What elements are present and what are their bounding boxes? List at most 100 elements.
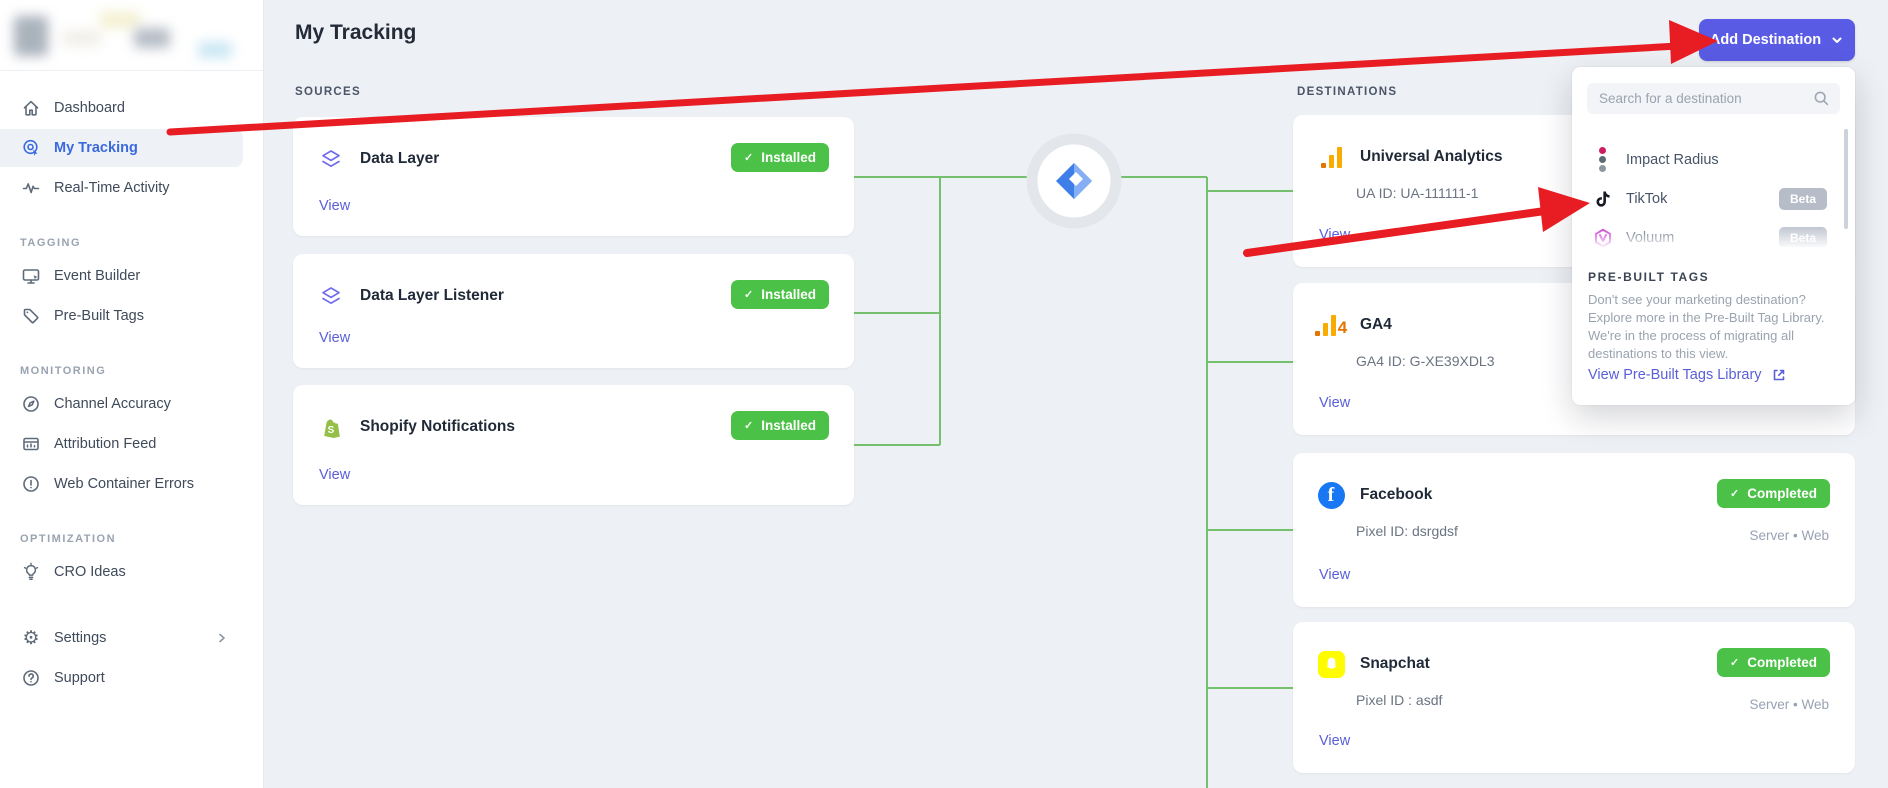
sidebar-item-settings[interactable]: ⚙ Settings (0, 619, 243, 657)
tracking-id: Pixel ID : asdf (1356, 692, 1443, 708)
snapchat-ghost-icon (1317, 650, 1345, 678)
card-title: Data Layer Listener (360, 287, 504, 304)
sidebar-item-pre-built-tags[interactable]: Pre-Built Tags (0, 297, 243, 335)
facebook-icon: f (1317, 481, 1345, 509)
sidebar-item-dashboard[interactable]: Dashboard (0, 89, 243, 127)
sidebar-item-real-time-activity[interactable]: Real-Time Activity (0, 169, 243, 207)
tiktok-note-icon (1592, 188, 1613, 209)
sidebar-item-label: CRO Ideas (54, 564, 126, 580)
tracking-id: GA4 ID: G-XE39XDL3 (1356, 353, 1495, 369)
sidebar: Dashboard My Tracking Real-Time Activity (0, 0, 264, 788)
lightbulb-icon (20, 562, 42, 582)
voluum-hexagon-icon (1592, 227, 1613, 247)
tracking-id: UA ID: UA-111111-1 (1356, 185, 1479, 201)
check-icon: ✓ (744, 289, 754, 301)
app-logo-blurred (0, 0, 263, 71)
add-destination-dropdown: Impact Radius TikTok Beta Voluum Beta (1572, 67, 1855, 405)
dropdown-item-tiktok[interactable]: TikTok Beta (1572, 179, 1855, 218)
channels-label: Server • Web (1749, 697, 1829, 712)
sidebar-item-label: Web Container Errors (54, 476, 194, 492)
sidebar-item-label: Pre-Built Tags (54, 308, 144, 324)
sidebar-item-my-tracking[interactable]: My Tracking (0, 129, 243, 167)
card-title: GA4 (1360, 316, 1392, 333)
status-badge: ✓ Completed (1717, 648, 1830, 677)
shopify-bag-icon: S (317, 413, 345, 441)
view-prebuilt-tags-link[interactable]: View Pre-Built Tags Library (1588, 367, 1787, 383)
view-link[interactable]: View (319, 467, 351, 483)
external-link-icon (1771, 367, 1787, 383)
dropdown-item-voluum[interactable]: Voluum Beta (1572, 218, 1855, 247)
sidebar-section-optimization: OPTIMIZATION (20, 533, 117, 545)
sidebar-item-cro-ideas[interactable]: CRO Ideas (0, 553, 243, 591)
sidebar-item-support[interactable]: Support (0, 659, 243, 697)
question-circle-icon (20, 668, 42, 688)
check-icon: ✓ (1730, 657, 1740, 669)
check-icon: ✓ (744, 420, 754, 432)
sidebar-item-label: Support (54, 670, 105, 686)
status-badge: ✓ Installed (731, 280, 829, 309)
view-link[interactable]: View (319, 198, 351, 214)
gear-icon: ⚙ (22, 627, 40, 649)
card-title: Shopify Notifications (360, 418, 515, 435)
alert-circle-icon (20, 474, 42, 494)
view-link[interactable]: View (1319, 227, 1351, 243)
target-cursor-icon (20, 138, 42, 158)
sidebar-section-tagging: TAGGING (20, 237, 82, 249)
window-chart-icon (20, 434, 42, 454)
sidebar-item-label: Attribution Feed (54, 436, 157, 452)
gtm-diamond-icon (1056, 163, 1092, 199)
sidebar-nav: Dashboard My Tracking Real-Time Activity (0, 71, 263, 697)
sidebar-item-web-container-errors[interactable]: Web Container Errors (0, 465, 243, 503)
view-link[interactable]: View (1319, 395, 1351, 411)
card-title: Facebook (1360, 486, 1433, 503)
card-title: Universal Analytics (1360, 148, 1503, 165)
dropdown-scrollbar[interactable] (1844, 129, 1848, 229)
monitor-cursor-icon (20, 266, 42, 286)
gtm-hub (1026, 133, 1122, 229)
layers-icon (317, 145, 345, 173)
compass-icon (20, 394, 42, 414)
destinations-column-label: DESTINATIONS (1297, 86, 1398, 98)
tracking-id: Pixel ID: dsrgdsf (1356, 523, 1458, 539)
sidebar-item-label: Settings (54, 630, 107, 646)
sidebar-section-monitoring: MONITORING (20, 365, 107, 377)
sidebar-item-channel-accuracy[interactable]: Channel Accuracy (0, 385, 243, 423)
chevron-right-icon (215, 631, 229, 645)
beta-badge: Beta (1778, 226, 1827, 247)
sidebar-item-label: Channel Accuracy (54, 396, 171, 412)
layers-icon (317, 282, 345, 310)
sources-column-label: SOURCES (295, 86, 361, 98)
source-card-data-layer[interactable]: Data Layer ✓ Installed View (293, 117, 854, 236)
prebuilt-tags-description: Don't see your marketing destination? Ex… (1588, 292, 1825, 361)
destination-options-list: Impact Radius TikTok Beta Voluum Beta (1572, 122, 1855, 247)
status-badge: ✓ Installed (731, 411, 829, 440)
view-link[interactable]: View (1319, 733, 1351, 749)
tag-icon (20, 306, 42, 326)
destination-search[interactable] (1587, 83, 1840, 114)
search-input[interactable] (1597, 90, 1813, 107)
destination-card-facebook[interactable]: f Facebook ✓ Completed Pixel ID: dsrgdsf… (1293, 453, 1855, 607)
impact-radius-dots-icon (1592, 147, 1613, 172)
add-destination-button[interactable]: Add Destination (1699, 19, 1855, 61)
sidebar-item-event-builder[interactable]: Event Builder (0, 257, 243, 295)
sidebar-item-label: My Tracking (54, 140, 138, 156)
prebuilt-tags-heading: PRE-BUILT TAGS (1588, 270, 1710, 284)
card-title: Data Layer (360, 150, 440, 167)
dropdown-item-impact-radius[interactable]: Impact Radius (1572, 140, 1855, 179)
sidebar-item-attribution-feed[interactable]: Attribution Feed (0, 425, 243, 463)
view-link[interactable]: View (1319, 567, 1351, 583)
destination-card-snapchat[interactable]: Snapchat ✓ Completed Pixel ID : asdf Ser… (1293, 622, 1855, 773)
view-link[interactable]: View (319, 330, 351, 346)
status-badge: ✓ Completed (1717, 479, 1830, 508)
chevron-down-icon (1830, 33, 1844, 47)
status-badge: ✓ Installed (731, 143, 829, 172)
ga4-bars-icon: 4 (1314, 311, 1347, 339)
source-card-data-layer-listener[interactable]: Data Layer Listener ✓ Installed View (293, 254, 854, 368)
source-card-shopify-notifications[interactable]: S Shopify Notifications ✓ Installed View (293, 385, 854, 505)
search-icon (1813, 90, 1830, 107)
svg-text:S: S (327, 425, 334, 436)
card-title: Snapchat (1360, 655, 1430, 672)
channels-label: Server • Web (1749, 528, 1829, 543)
